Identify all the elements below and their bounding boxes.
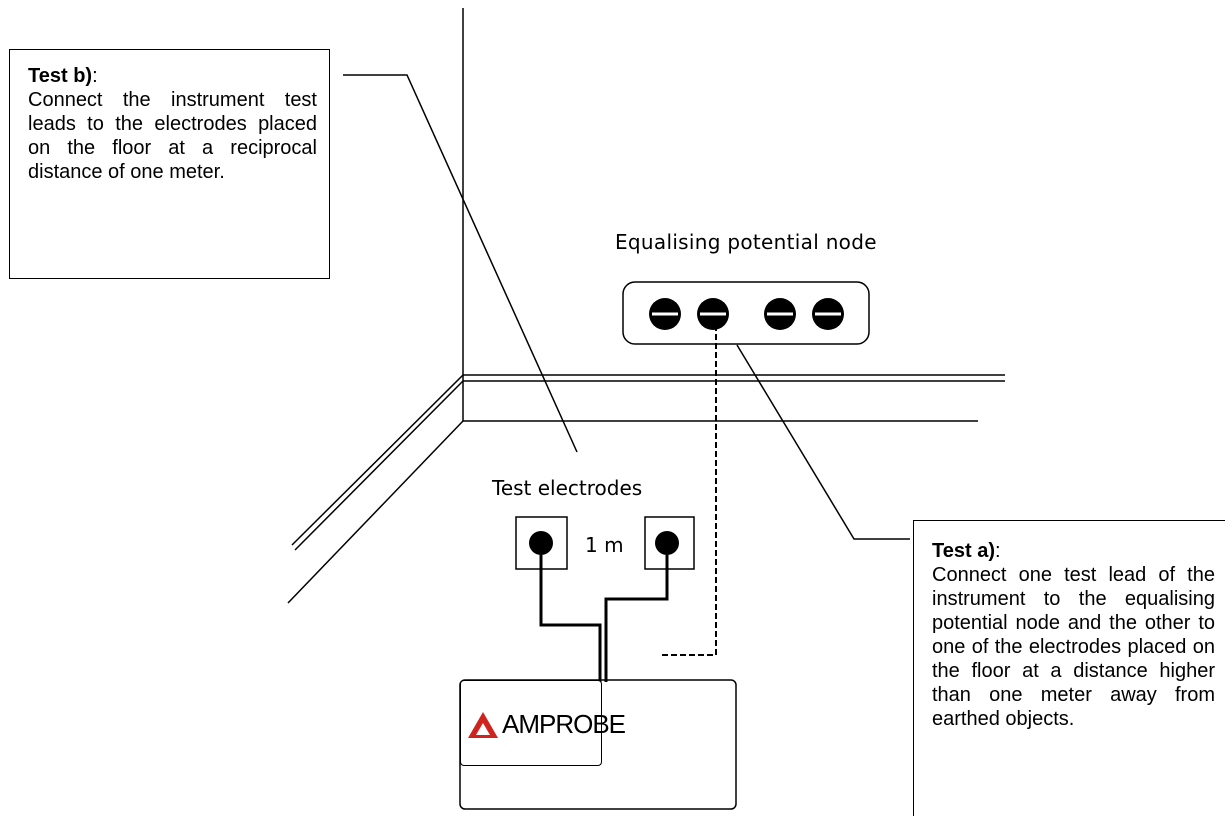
electrode-left-terminal [529, 531, 553, 555]
callout-test-b: Test b): Connect the instrument test lea… [9, 49, 330, 279]
test-lead-left [539, 555, 602, 682]
distance-label: 1 m [585, 533, 624, 557]
callout-b-colon: : [92, 65, 98, 87]
callout-a-body: Connect one test lead of the instrument … [932, 564, 1215, 730]
electrodes-label: Test electrodes [492, 476, 643, 500]
callout-a-title: Test a) [932, 540, 995, 562]
instrument-brand-panel: AMPROBE [460, 680, 626, 766]
electrode-right-terminal [655, 531, 679, 555]
callout-b-leader [343, 74, 578, 453]
node-bar [622, 281, 870, 345]
node-terminal [649, 298, 681, 330]
node-terminal [764, 298, 796, 330]
callout-a-colon: : [994, 540, 1001, 562]
callout-b-body: Connect the instrument test leads to the… [28, 89, 317, 183]
floor-edge-line-lower [287, 420, 464, 604]
brand-name: AMPROBE [502, 709, 626, 739]
callout-test-a: Test a): Connect one test lead of the in… [913, 520, 1225, 816]
node-terminal [812, 298, 844, 330]
floor-edge-line [291, 374, 464, 546]
floor-edge-line-inner [294, 380, 464, 551]
callout-b-title: Test b) [28, 65, 93, 87]
equalising-node [622, 281, 870, 345]
callout-a-leader [736, 344, 910, 540]
test-lead-right [604, 555, 669, 682]
node-label: Equalising potential node [615, 230, 877, 254]
test-lead-node-dashed [661, 325, 717, 656]
warning-triangle-icon [468, 712, 498, 738]
node-terminal [697, 298, 729, 330]
